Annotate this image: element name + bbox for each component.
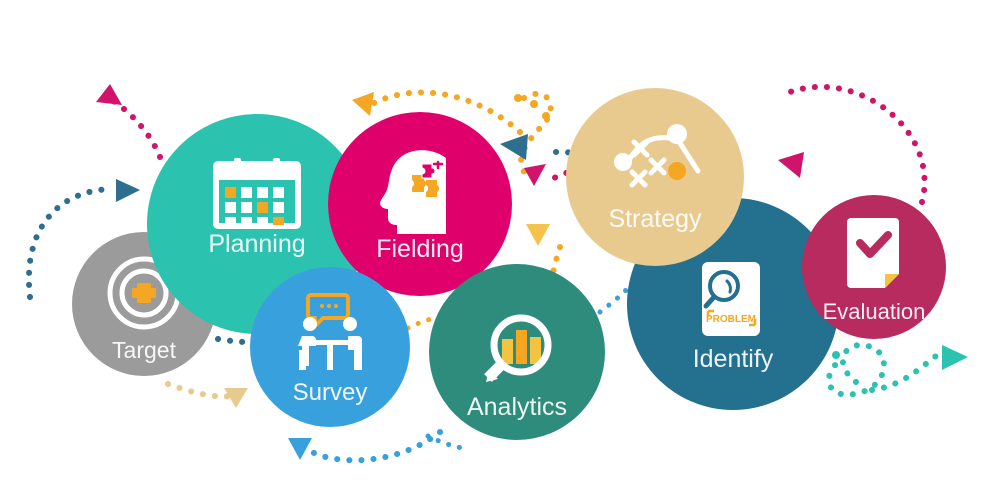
dot-mid xyxy=(667,124,687,144)
triangle-right-icon xyxy=(942,345,968,370)
triangle-down-icon xyxy=(288,438,312,460)
calendar-icon xyxy=(213,158,301,229)
node-survey[interactable]: Survey xyxy=(250,267,410,427)
node-analytics-label: Analytics xyxy=(467,393,567,421)
node-layer: Target Planning xyxy=(72,88,946,440)
dots-analytics-lower xyxy=(425,433,465,451)
triangle-left-icon xyxy=(500,134,528,160)
node-fielding-label: Fielding xyxy=(376,235,464,263)
arc-teal-bottomright xyxy=(825,342,968,398)
node-evaluation-label: Evaluation xyxy=(823,299,926,324)
dot-end xyxy=(668,162,686,180)
node-identify-label: Identify xyxy=(693,345,774,373)
node-strategy-circle[interactable] xyxy=(566,88,744,266)
arc-darkteal-left xyxy=(25,179,140,300)
interview-people-icon xyxy=(298,293,362,370)
triangle-down-icon xyxy=(526,224,550,246)
problem-text: PROBLEM xyxy=(706,314,756,325)
dot-accent-teal xyxy=(832,351,840,359)
dots-orange-cluster xyxy=(514,94,550,120)
target-crosshair-icon xyxy=(107,256,181,330)
connector-layer-front xyxy=(514,94,840,359)
dots-target-survey xyxy=(215,336,269,346)
playbook-tactics-icon xyxy=(614,124,701,188)
arc-pink-right xyxy=(778,83,928,205)
arc-sand-bottomleft xyxy=(165,381,248,408)
arc-orange-top xyxy=(352,89,523,135)
arc-blue-bottom xyxy=(288,429,443,464)
infographic-canvas: Target Planning xyxy=(0,8,1000,492)
node-planning-label: Planning xyxy=(208,230,305,258)
triangle-left-icon xyxy=(778,152,804,178)
magnifier-bar-chart-icon xyxy=(484,314,552,382)
triangle-right-icon xyxy=(116,179,140,202)
node-strategy-label: Strategy xyxy=(608,205,702,233)
node-survey-label: Survey xyxy=(293,379,368,406)
magnifier-problem-document-icon: PROBLEM xyxy=(702,262,760,336)
node-strategy[interactable]: Strategy xyxy=(566,88,744,266)
node-fielding[interactable]: Fielding xyxy=(328,112,512,296)
triangle-down-icon xyxy=(224,388,248,408)
triangle-down-left-icon xyxy=(524,164,546,186)
checked-document-icon xyxy=(847,218,899,288)
arc-pink-topleft xyxy=(96,84,163,160)
dot-start xyxy=(614,153,632,171)
node-target-label: Target xyxy=(112,337,177,363)
triangle-left-up-icon xyxy=(352,92,374,116)
node-analytics[interactable]: Analytics xyxy=(429,264,605,440)
head-puzzle-icon xyxy=(380,150,446,234)
triangle-left-up-icon xyxy=(96,84,122,105)
node-evaluation[interactable]: Evaluation xyxy=(802,195,946,339)
